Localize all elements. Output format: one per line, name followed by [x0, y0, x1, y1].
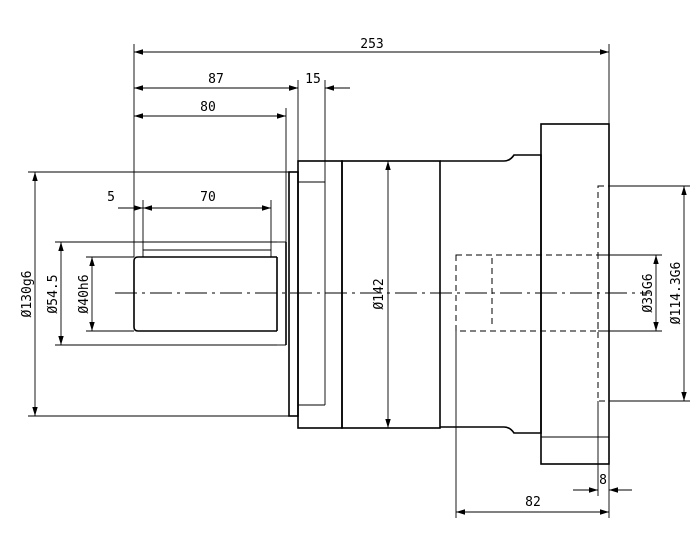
dim-key-offset-text: 5 — [107, 190, 115, 205]
dim-shaft-length-text: 80 — [200, 100, 216, 115]
dim-overall-length-text: 253 — [360, 37, 383, 52]
dim-pilot-diameter-text: Ø130g6 — [20, 271, 35, 318]
output-flange — [540, 123, 610, 465]
dim-flange-diameter-text: Ø114.3G6 — [669, 262, 684, 325]
input-shaft — [133, 256, 277, 332]
front-housing — [297, 160, 343, 429]
dim-flange-thickness-text: 15 — [305, 72, 321, 87]
part-outline — [133, 123, 610, 465]
dim-housing-diameter-text: Ø142 — [372, 278, 387, 309]
keyway — [142, 249, 272, 257]
dim-mounting-offset-text: 8 — [599, 473, 607, 488]
pilot-flange — [288, 171, 299, 417]
dim-output-bore-depth-text: 82 — [525, 495, 541, 510]
horizontal-dimensions: 253 87 80 15 5 70 82 8 — [107, 37, 632, 518]
dim-shaft-diameter-text: Ø40h6 — [77, 274, 92, 313]
gearbox-body — [440, 154, 542, 434]
dim-key-length-text: 70 — [200, 190, 216, 205]
dim-shoulder-diameter-text: Ø54.5 — [46, 274, 61, 313]
dim-bore-diameter-text: Ø35G6 — [641, 273, 656, 312]
housing-ring — [341, 160, 441, 429]
hidden-flange-pocket — [597, 185, 610, 402]
hidden-features — [455, 185, 610, 402]
dim-shaft-to-flange-text: 87 — [208, 72, 224, 87]
diameter-dimensions: Ø130g6 Ø54.5 Ø40h6 Ø142 Ø35G6 Ø114.3G6 — [20, 161, 690, 428]
